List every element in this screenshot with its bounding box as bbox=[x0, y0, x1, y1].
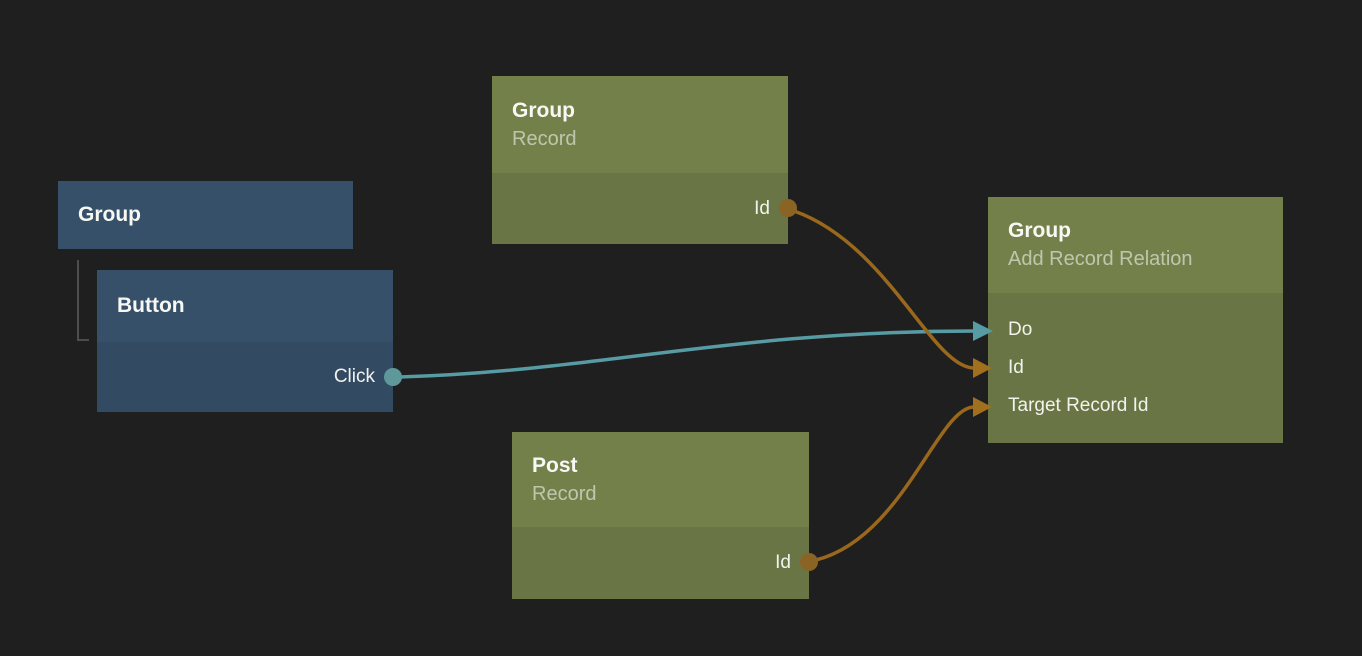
node-button[interactable]: Button Click bbox=[97, 270, 393, 412]
node-group-visual[interactable]: Group bbox=[58, 181, 353, 249]
edge-post-id-to-target-record-id[interactable] bbox=[815, 405, 975, 562]
node-title: Group bbox=[1008, 219, 1071, 242]
node-add-record-relation[interactable]: Group Add Record Relation Do Id Target R… bbox=[988, 197, 1283, 443]
node-post-record[interactable]: Post Record Id bbox=[512, 432, 809, 599]
node-body: Do Id Target Record Id bbox=[988, 293, 1283, 443]
node-header: Post Record bbox=[512, 432, 809, 527]
node-group-record[interactable]: Group Record Id bbox=[492, 76, 788, 244]
output-port-row-id[interactable]: Id bbox=[512, 527, 809, 599]
output-port-row-click[interactable]: Click bbox=[97, 342, 393, 412]
node-title: Group bbox=[78, 203, 141, 226]
input-port-label: Do bbox=[1008, 319, 1033, 340]
node-body: Id bbox=[512, 527, 809, 599]
node-header: Group Add Record Relation bbox=[988, 197, 1283, 293]
node-title: Button bbox=[117, 294, 185, 317]
input-port-row-id[interactable]: Id bbox=[988, 349, 1283, 387]
output-port-row-id[interactable]: Id bbox=[492, 173, 788, 244]
output-port-label: Id bbox=[754, 197, 770, 219]
node-header: Group bbox=[58, 181, 353, 249]
node-title: Post bbox=[532, 453, 578, 477]
edge-group-id-to-id[interactable] bbox=[793, 209, 975, 370]
node-subtitle: Record bbox=[532, 482, 597, 505]
node-title: Group bbox=[512, 98, 575, 122]
input-port-label: Target Record Id bbox=[1008, 395, 1149, 416]
output-port-label: Id bbox=[775, 552, 791, 573]
node-header: Group Record bbox=[492, 76, 788, 173]
input-port-label: Id bbox=[1008, 357, 1024, 378]
node-header: Button bbox=[97, 270, 393, 342]
input-port-row-target-record-id[interactable]: Target Record Id bbox=[988, 387, 1283, 425]
node-body: Click bbox=[97, 342, 393, 412]
input-port-row-do[interactable]: Do bbox=[988, 311, 1283, 349]
node-subtitle: Record bbox=[512, 127, 577, 150]
edge-click-to-do[interactable] bbox=[399, 329, 977, 379]
node-subtitle: Add Record Relation bbox=[1008, 248, 1193, 270]
node-body: Id bbox=[492, 173, 788, 244]
hierarchy-line-group-button bbox=[77, 260, 89, 341]
output-port-label: Click bbox=[333, 366, 375, 387]
